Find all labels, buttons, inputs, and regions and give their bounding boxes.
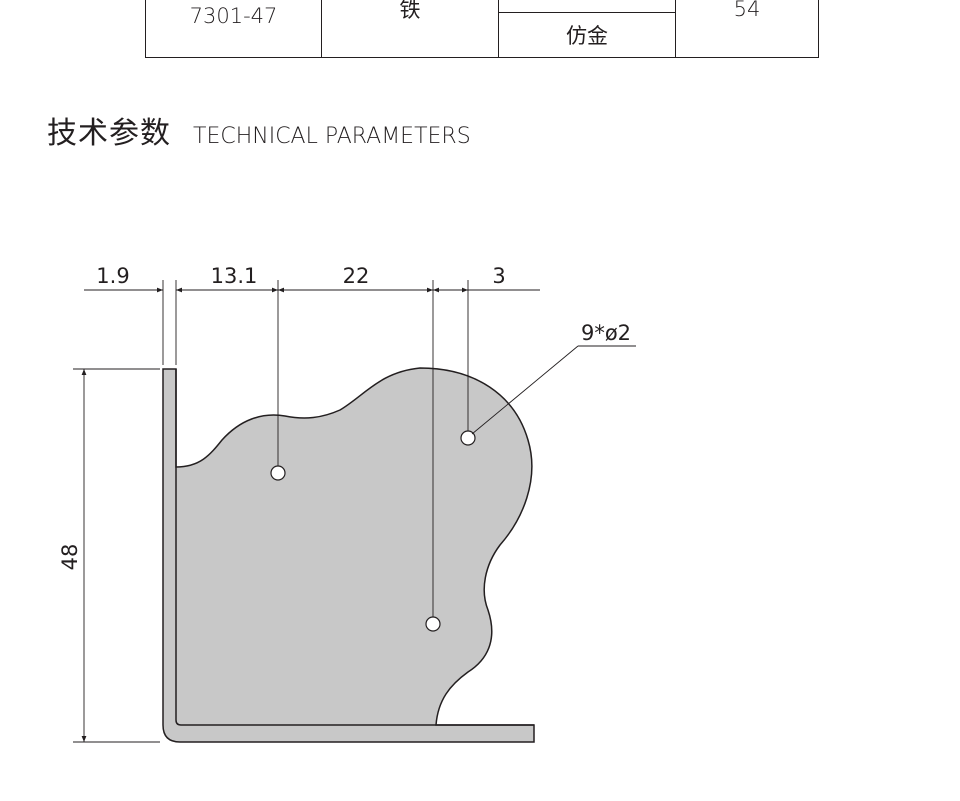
- finish-bottom-cell: 仿金: [499, 13, 675, 57]
- table-divider: [498, 0, 499, 57]
- quantity-cell: 54: [676, 0, 818, 59]
- material-cell: 铁: [322, 0, 498, 59]
- dimension-label-1: 1.9: [96, 264, 129, 288]
- quantity-value: 54: [733, 0, 761, 21]
- hole-callout: 9*ø2: [581, 321, 631, 345]
- corner-bracket-part: [162, 367, 535, 743]
- model-cell: 7301-47: [146, 0, 321, 59]
- dimension-lines: [81, 287, 636, 742]
- section-title-en: TECHNICAL PARAMETERS: [193, 124, 471, 149]
- table-divider: [321, 0, 322, 57]
- model-number: 7301-47: [189, 4, 278, 28]
- material-value: 铁: [399, 0, 421, 22]
- mounting-hole: [425, 616, 441, 632]
- table-divider: [498, 12, 675, 13]
- dimension-label-3: 22: [343, 264, 370, 288]
- dimension-label-2: 13.1: [211, 264, 258, 288]
- spec-table: 7301-47 铁 仿金 54: [145, 0, 819, 58]
- table-divider: [675, 0, 676, 57]
- section-heading: 技术参数 TECHNICAL PARAMETERS: [47, 108, 471, 152]
- mounting-hole: [270, 465, 286, 481]
- dimension-label-4: 3: [492, 264, 505, 288]
- height-dimension-label: 48: [58, 544, 82, 571]
- finish-bottom-value: 仿金: [566, 24, 608, 48]
- section-title-cn: 技术参数: [47, 116, 171, 151]
- extension-lines: [73, 280, 469, 743]
- inner-bend-line: [175, 369, 534, 726]
